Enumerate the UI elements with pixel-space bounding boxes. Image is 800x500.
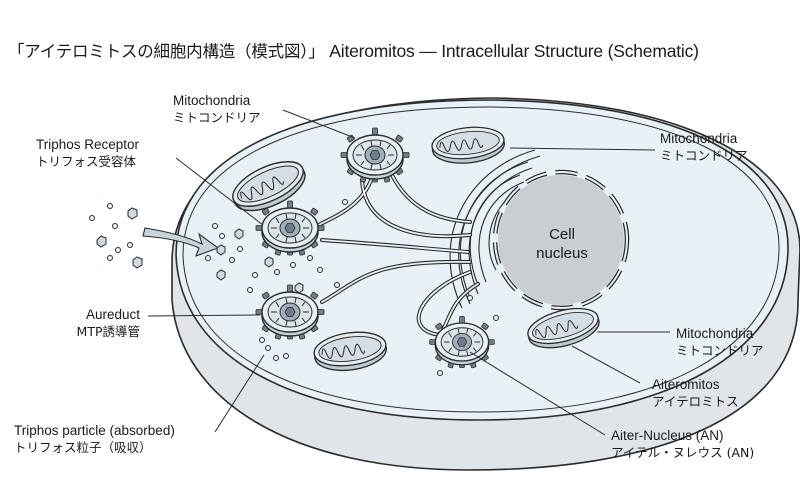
title-english: Aiteromitos — Intracellular Structure (S… (329, 41, 699, 61)
label-triphos-receptor: Triphos Receptor トリフォス受容体 (36, 136, 139, 170)
label-jp: トリフォス粒子（吸収） (14, 440, 152, 455)
label-aiter-nucleus: Aiter-Nucleus (AN) アイテル・ヌレウス (AN) (611, 427, 754, 461)
label-jp: ミトコンドリア (676, 343, 764, 358)
label-mitochondria-top: Mitochondria ミトコンドリア (173, 92, 261, 126)
label-jp: トリフォス受容体 (36, 154, 137, 169)
absorption-arrow-icon (142, 227, 220, 257)
label-jp: ミトコンドリア (660, 148, 748, 163)
label-en: Mitochondria (173, 93, 251, 108)
nucleus-label-line1: Cell (549, 226, 575, 243)
label-jp: アイテル・ヌレウス (AN) (611, 445, 755, 460)
diagram-title: 「アイテロミトスの細胞内構造（模式図）」 Aiteromitos — Intra… (8, 38, 699, 62)
label-en: Triphos Receptor (36, 137, 140, 152)
label-en: Mitochondria (676, 326, 754, 341)
nucleus-label-line2: nucleus (536, 245, 588, 262)
label-mitochondria-right-top: Mitochondria ミトコンドリア (660, 130, 748, 164)
aiter-nucleus-unit (255, 284, 325, 341)
triphos-particles-hex (96, 207, 304, 294)
label-jp: MTP誘導管 (76, 324, 140, 339)
label-en: Mitochondria (660, 131, 738, 146)
cell-nucleus-label: Cell nucleus (527, 225, 597, 263)
label-en: Aiter-Nucleus (AN) (611, 428, 724, 443)
label-aureduct: Aureduct MTP誘導管 (58, 306, 140, 340)
label-aiteromitos: Aiteromitos アイテロミトス (652, 376, 739, 410)
title-japanese: 「アイテロミトスの細胞内構造（模式図）」 (8, 42, 325, 61)
cell-nucleus (492, 169, 630, 311)
cell-membrane-inner (182, 106, 780, 413)
triphos-particles (89, 199, 499, 376)
label-jp: ミトコンドリア (173, 110, 261, 125)
aiter-nucleus-unit (255, 200, 325, 257)
label-en: Aureduct (85, 307, 140, 322)
label-triphos-particle: Triphos particle (absorbed) トリフォス粒子（吸収） (14, 422, 175, 456)
label-mitochondria-right-bottom: Mitochondria ミトコンドリア (676, 325, 764, 359)
leader-lines (147, 109, 670, 436)
aiter-nucleus-unit (429, 315, 495, 369)
label-en: Aiteromitos (652, 377, 720, 392)
label-jp: アイテロミトス (652, 394, 739, 409)
cell-body (171, 97, 800, 471)
label-en: Triphos particle (absorbed) (14, 423, 175, 438)
